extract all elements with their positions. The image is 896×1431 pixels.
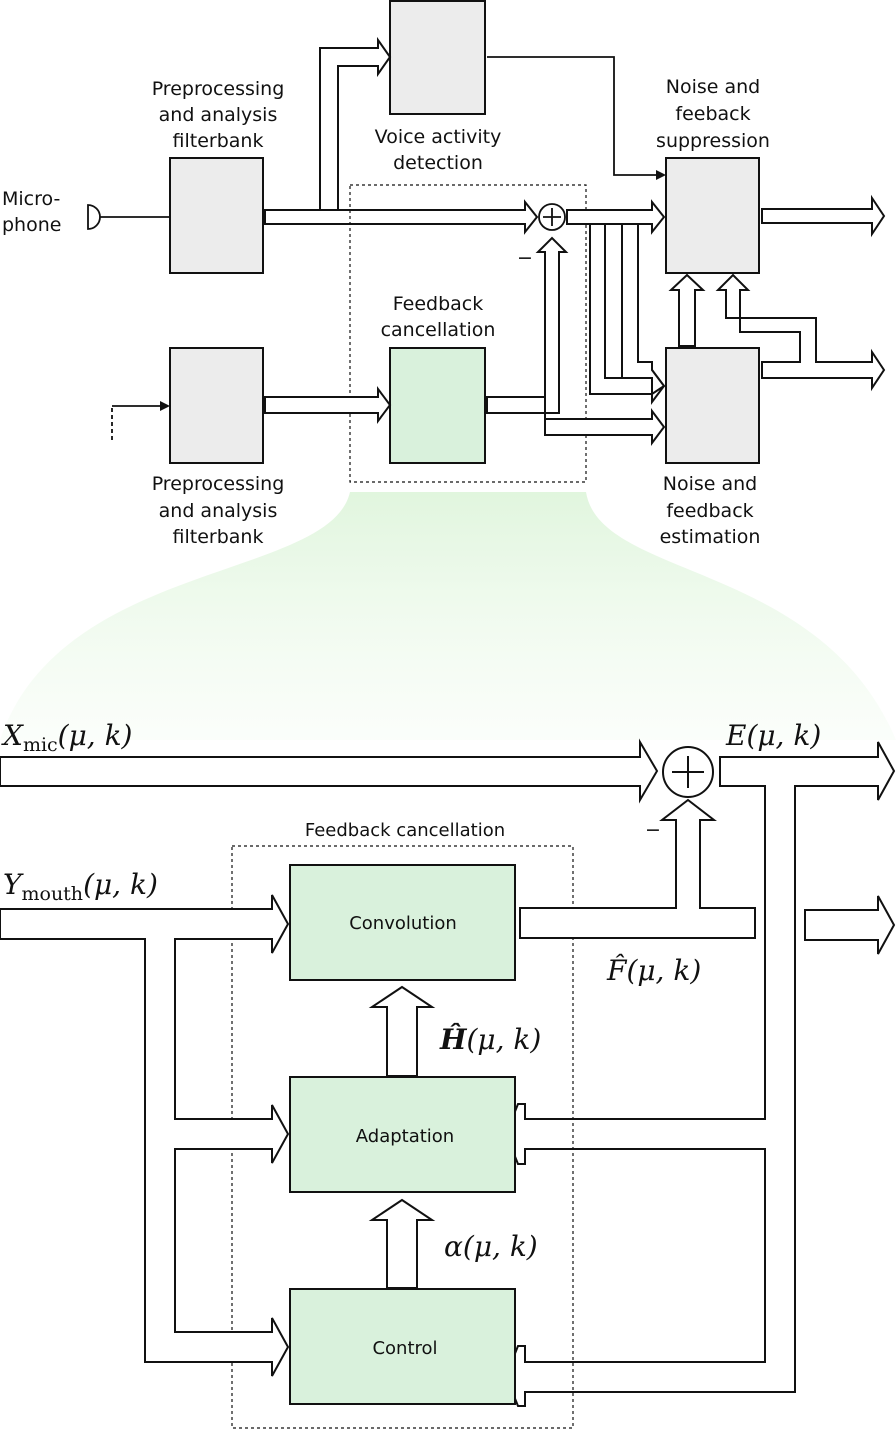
convolution-block [289, 864, 516, 981]
control-label: Control [372, 1338, 437, 1359]
svg-text:and analysis: and analysis [159, 500, 278, 522]
svg-text:Ymouth(μ, k): Ymouth(μ, k) [3, 868, 158, 905]
sum-node-bottom [662, 746, 714, 798]
feedback-cancellation-frame [349, 184, 587, 483]
svg-text:Voice activity: Voice activity [375, 126, 502, 148]
preprocessing-top-label: Preprocessing and analysis filterbank [152, 78, 285, 152]
svg-text:Micro-: Micro- [2, 188, 60, 210]
arrow-e-output [504, 741, 896, 1407]
adaptation-block [289, 1076, 516, 1193]
x-mic-label: Xmic(μ, k) [1, 719, 132, 756]
svg-text:Noise and: Noise and [666, 76, 761, 98]
svg-text:filterbank: filterbank [173, 130, 264, 152]
svg-text:suppression: suppression [656, 130, 770, 152]
h-hat-label: Ĥ(μ, k) [439, 1023, 541, 1056]
arrow-right-out [804, 895, 896, 955]
svg-text:Preprocessing: Preprocessing [152, 473, 285, 495]
arrow-suppression-out [761, 194, 886, 238]
y-mouth-label: Ymouth(μ, k) [3, 868, 158, 905]
convolution-label: Convolution [349, 913, 457, 934]
zoom-funnel [0, 492, 896, 740]
sum-node-top [538, 203, 566, 231]
arrow-adaptation-to-convolution [368, 985, 436, 1077]
minus-sign-bottom: − [645, 819, 661, 841]
svg-text:Noise and: Noise and [663, 473, 758, 495]
preprocessing-bottom-block [169, 347, 264, 464]
microphone-icon [87, 204, 101, 230]
suppression-block [665, 157, 760, 274]
suppression-label: Noise and feeback suppression [656, 76, 770, 152]
adaptation-label: Adaptation [356, 1126, 454, 1147]
arrow-preproc-to-fbc [264, 386, 392, 424]
svg-text:and analysis: and analysis [159, 104, 278, 126]
svg-text:filterbank: filterbank [173, 526, 264, 548]
svg-text:estimation: estimation [660, 526, 761, 548]
vad-block [389, 0, 486, 115]
e-signal-label: E(μ, k) [725, 719, 821, 752]
estimation-label: Noise and feedback estimation [660, 473, 761, 548]
arrow-preproc-to-sum [264, 199, 539, 235]
svg-text:Xmic(μ, k): Xmic(μ, k) [1, 719, 132, 756]
svg-text:feeback: feeback [675, 103, 750, 125]
svg-text:Preprocessing: Preprocessing [152, 78, 285, 100]
arrow-fbc-to-estimation [486, 396, 666, 446]
feedback-cancellation-block [389, 347, 486, 464]
alpha-label: α(μ, k) [444, 1230, 538, 1263]
estimation-block [665, 347, 760, 464]
svg-text:cancellation: cancellation [381, 319, 496, 341]
arrow-estimation-to-suppression [668, 273, 706, 347]
vad-label: Voice activity detection [375, 126, 502, 174]
arrow-preproc-to-vad [264, 36, 392, 225]
arrow-control-to-adaptation [368, 1198, 436, 1289]
arrow-y-mouth [0, 894, 290, 1377]
arrow-x-mic [0, 738, 659, 804]
svg-text:detection: detection [393, 152, 483, 174]
frame-title: Feedback cancellation [305, 820, 505, 841]
svg-text:phone: phone [2, 214, 61, 236]
control-block [289, 1288, 516, 1405]
svg-text:Ĥ(μ, k): Ĥ(μ, k) [439, 1023, 541, 1056]
f-hat-label: F̂(μ, k) [606, 954, 701, 987]
svg-text:Feedback: Feedback [393, 293, 483, 315]
arrow-convolution-out [519, 798, 756, 939]
svg-text:F̂(μ, k): F̂(μ, k) [606, 954, 701, 987]
svg-text:feedback: feedback [666, 500, 753, 522]
microphone-label: Micro- phone [2, 188, 61, 236]
minus-sign-top: − [517, 247, 533, 269]
arrow-sum-to-suppression [566, 199, 666, 235]
feedback-cancellation-label: Feedback cancellation [381, 293, 496, 341]
preprocessing-top-block [169, 157, 264, 274]
preprocessing-bottom-label: Preprocessing and analysis filterbank [152, 473, 285, 548]
